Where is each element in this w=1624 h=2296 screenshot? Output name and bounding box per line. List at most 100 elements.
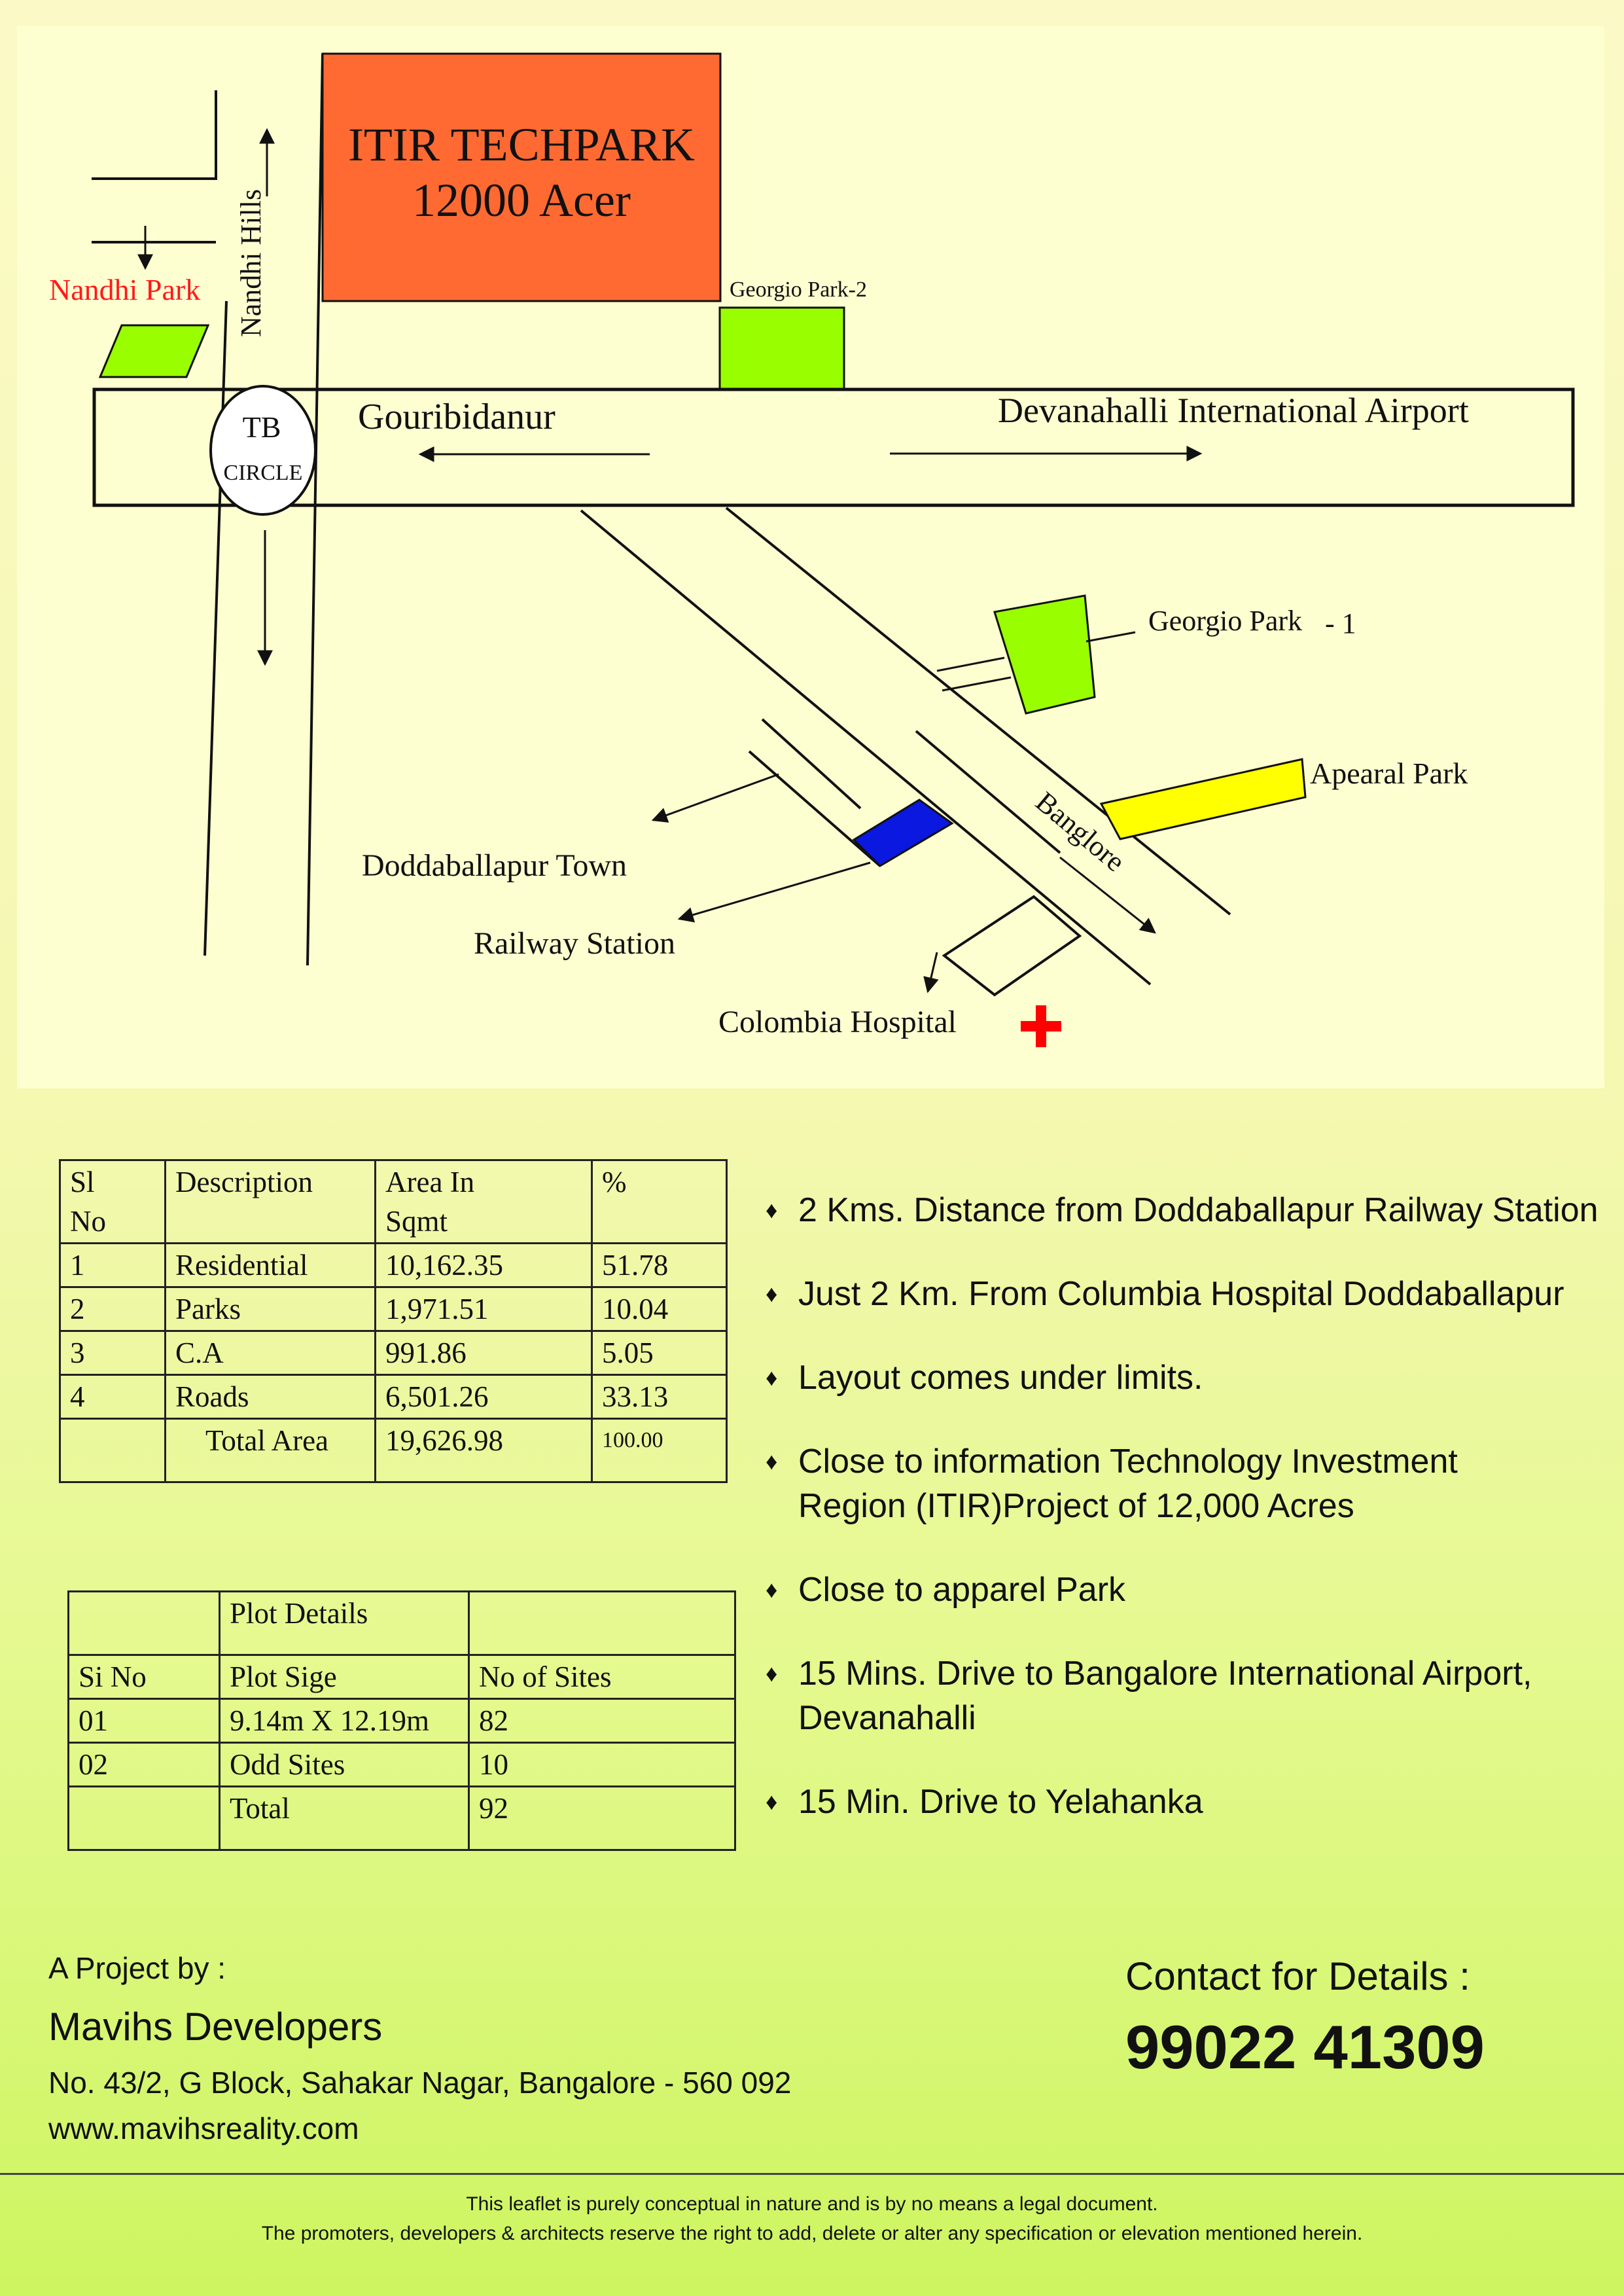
banglore-diagonal-road xyxy=(580,507,1231,986)
developer-website[interactable]: www.mavihsreality.com xyxy=(48,2111,359,2145)
project-site-block xyxy=(852,798,954,867)
developer-info: A Project by : Mavihs Developers No. 43/… xyxy=(48,1950,791,2146)
cell: 991.86 xyxy=(374,1330,593,1376)
feature-list: ♦ 2 Kms. Distance from Doddaballapur Rail… xyxy=(766,1188,1610,1863)
list-item-text: Close to information Technology Investme… xyxy=(798,1443,1458,1525)
diamond-bullet-icon: ♦ xyxy=(766,1280,778,1307)
apparel-park-label: Apearal Park xyxy=(1310,757,1468,790)
list-item: ♦ Just 2 Km. From Columbia Hospital Dodda… xyxy=(766,1272,1610,1316)
cell: 9.14m X 12.19m xyxy=(219,1698,470,1744)
railway-arrow xyxy=(677,861,871,923)
developer-name: Mavihs Developers xyxy=(48,2005,383,2049)
cell: 4 xyxy=(59,1374,166,1420)
cell: 51.78 xyxy=(591,1242,728,1288)
total-area-label: Total Area xyxy=(164,1418,376,1483)
cell xyxy=(468,1590,736,1656)
cell: 33.13 xyxy=(591,1374,728,1420)
table-row: 4 Roads 6,501.26 33.13 xyxy=(59,1374,728,1420)
list-item: ♦ 2 Kms. Distance from Doddaballapur Rail… xyxy=(766,1188,1610,1232)
list-item: ♦ Close to information Technology Investm… xyxy=(766,1439,1610,1528)
diamond-bullet-icon: ♦ xyxy=(766,1448,778,1475)
cell: 6,501.26 xyxy=(374,1374,593,1420)
plot-table: Plot Details Si No Plot Sige No of Sites… xyxy=(67,1590,736,1851)
cell xyxy=(59,1418,166,1483)
cell: Residential xyxy=(164,1242,376,1288)
contact-phone[interactable]: 99022 41309 xyxy=(1125,2013,1485,2081)
georgio-park-2-label: Georgio Park-2 xyxy=(730,278,867,302)
cell: 3 xyxy=(59,1330,166,1376)
techpark-area: 12000 Acer xyxy=(412,174,631,226)
georgio-park-1-block xyxy=(993,594,1096,715)
cell: Odd Sites xyxy=(219,1742,470,1787)
list-item-text: Close to apparel Park xyxy=(798,1571,1126,1609)
header-description: Description xyxy=(164,1159,376,1244)
hospital-road-stub xyxy=(942,895,1082,997)
plot-details-title: Plot Details xyxy=(219,1590,470,1656)
colombia-hospital-label: Colombia Hospital xyxy=(718,1005,957,1039)
gouribidanur-label: Gouribidanur xyxy=(358,397,556,437)
cell: 10,162.35 xyxy=(374,1242,593,1288)
airport-label: Devanahalli International Airport xyxy=(998,391,1469,430)
header-percent: % xyxy=(591,1159,728,1244)
list-item-text: 15 Min. Drive to Yelahanka xyxy=(798,1783,1203,1821)
diamond-bullet-icon: ♦ xyxy=(766,1364,778,1391)
plot-table-header-row: Si No Plot Sige No of Sites xyxy=(67,1654,736,1700)
georgio-park-2-block xyxy=(718,306,845,391)
cell xyxy=(67,1590,221,1656)
list-item-text: 15 Mins. Drive to Bangalore Internationa… xyxy=(798,1655,1532,1737)
cell: Roads xyxy=(164,1374,376,1420)
cell: 02 xyxy=(67,1742,221,1787)
developer-address: No. 43/2, G Block, Sahakar Nagar, Bangal… xyxy=(48,2066,792,2100)
nandhi-park-label: Nandhi Park xyxy=(49,273,200,306)
georgio-park-1-label: Georgio Park xyxy=(1148,605,1302,637)
itir-techpark-block xyxy=(321,52,722,302)
map-background xyxy=(17,26,1604,1088)
table-row: 02 Odd Sites 10 xyxy=(67,1742,736,1787)
tb-label: TB xyxy=(243,410,281,444)
doddaballapur-arrow xyxy=(651,773,779,823)
list-item: ♦15 Min. Drive to Yelahanka xyxy=(766,1780,1610,1824)
apparel-park-block xyxy=(1099,758,1307,840)
total-label: Total xyxy=(219,1785,470,1851)
cell: 10.04 xyxy=(591,1286,728,1332)
contact-label: Contact for Details : xyxy=(1125,1954,1470,1998)
table-row-total: Total Area 19,626.98 100.00 xyxy=(59,1418,728,1483)
list-item-text: Just 2 Km. From Columbia Hospital Doddab… xyxy=(798,1275,1564,1313)
left-road-stubs xyxy=(92,90,217,243)
disclaimer-line-2: The promoters, developers & architects r… xyxy=(261,2223,1363,2244)
diamond-bullet-icon: ♦ xyxy=(766,1196,778,1223)
cell: 01 xyxy=(67,1698,221,1744)
cell: C.A xyxy=(164,1330,376,1376)
disclaimer-line-1: This leaflet is purely conceptual in nat… xyxy=(466,2193,1158,2215)
cell: 2 xyxy=(59,1286,166,1332)
table-row: 3 C.A 991.86 5.05 xyxy=(59,1330,728,1376)
railway-station-label: Railway Station xyxy=(474,926,675,961)
cell: Parks xyxy=(164,1286,376,1332)
banglore-arrow xyxy=(1059,856,1156,934)
circle-label: CIRCLE xyxy=(224,461,303,485)
location-map: ITIR TECHPARK 12000 Acer Nandhi Park Nan… xyxy=(49,52,1575,1047)
doddaballapur-town-label: Doddaballapur Town xyxy=(362,848,627,883)
list-item: ♦Close to apparel Park xyxy=(766,1568,1610,1612)
georgio-park-1-number: - 1 xyxy=(1325,607,1356,639)
diamond-bullet-icon: ♦ xyxy=(766,1660,778,1687)
list-item-text: 2 Kms. Distance from Doddaballapur Railw… xyxy=(798,1191,1598,1229)
table-row-total: Total 92 xyxy=(67,1785,736,1851)
cell xyxy=(67,1785,221,1851)
list-item-text: Layout comes under limits. xyxy=(798,1359,1203,1397)
plot-table-title-row: Plot Details xyxy=(67,1590,736,1656)
tb-circle xyxy=(209,385,317,516)
nandhi-hills-label: Nandhi Hills xyxy=(235,189,267,337)
nandhi-park-block xyxy=(98,324,210,378)
table-row: 2 Parks 1,971.51 10.04 xyxy=(59,1286,728,1332)
main-highway xyxy=(92,387,1575,507)
total-sites: 92 xyxy=(468,1785,736,1851)
footer-divider xyxy=(0,2173,1624,2175)
list-item: ♦ Layout comes under limits. xyxy=(766,1355,1610,1400)
cell: 1,971.51 xyxy=(374,1286,593,1332)
hospital-arrow xyxy=(923,952,939,994)
